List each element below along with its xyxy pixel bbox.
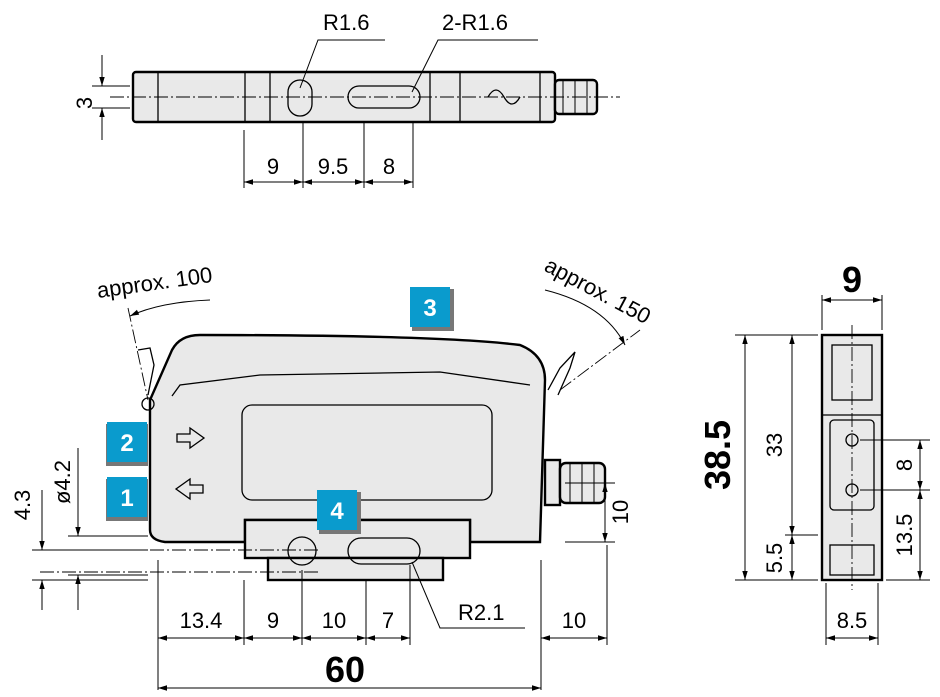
svg-text:3: 3 (423, 295, 436, 322)
svg-text:1: 1 (120, 485, 133, 512)
bottom-dim-4: 7 (382, 608, 394, 633)
connector-height-dim: 10 (608, 500, 633, 524)
angle-left-label: approx. 100 (95, 262, 214, 303)
arrow-left-icon (174, 477, 204, 501)
svg-text:4: 4 (330, 498, 344, 525)
top-dim-3: 8 (383, 154, 395, 179)
bottom-dim-3: 10 (322, 608, 346, 633)
hole-height-dim: 13.5 (892, 514, 917, 557)
end-width-dim: 9 (842, 259, 862, 300)
hole-diameter-dim: ø4.2 (50, 460, 75, 504)
bottom-dim-1: 13.4 (180, 608, 223, 633)
badge-3: 3 (410, 287, 454, 331)
badge-4: 4 (317, 490, 361, 534)
hole-radius-label: R2.1 (458, 600, 504, 625)
top-dim-1: 9 (267, 154, 279, 179)
bottom-dim-2: 9 (267, 608, 279, 633)
slot-label: 2-R1.6 (442, 10, 508, 35)
top-view: 3 R1.6 2-R1.6 9 9.5 8 (72, 10, 620, 188)
display-window (241, 404, 493, 501)
offset-dim: 4.3 (10, 490, 35, 521)
connector-length-dim: 10 (562, 608, 586, 633)
round-hole (287, 79, 313, 117)
side-view: approx. 100 approx. 150 3 2 1 4 ø4.2 4.3… (10, 252, 655, 691)
sensor-body (148, 333, 547, 544)
badge-1: 1 (106, 477, 148, 521)
hole-pitch-dim: 8 (892, 459, 917, 471)
inner-height-dim: 33 (762, 433, 787, 457)
badge-2: 2 (106, 422, 148, 466)
top-height-dim: 3 (72, 97, 97, 109)
end-height-dim: 38.5 (697, 420, 738, 490)
arrow-right-icon (176, 426, 206, 450)
angle-right-label: approx. 150 (541, 252, 655, 329)
mount-slot (347, 537, 421, 565)
base-width-dim: 8.5 (837, 608, 868, 633)
bottom-offset-dim: 5.5 (762, 543, 787, 574)
end-view: 9 38.5 33 5.5 8 13.5 8.5 (697, 259, 930, 645)
cable-coil-icon (487, 89, 521, 105)
total-length-dim: 60 (325, 649, 365, 690)
mount-hole (287, 536, 317, 566)
svg-text:2: 2 (120, 430, 133, 457)
radius-label: R1.6 (323, 10, 369, 35)
top-dim-2: 9.5 (318, 154, 349, 179)
